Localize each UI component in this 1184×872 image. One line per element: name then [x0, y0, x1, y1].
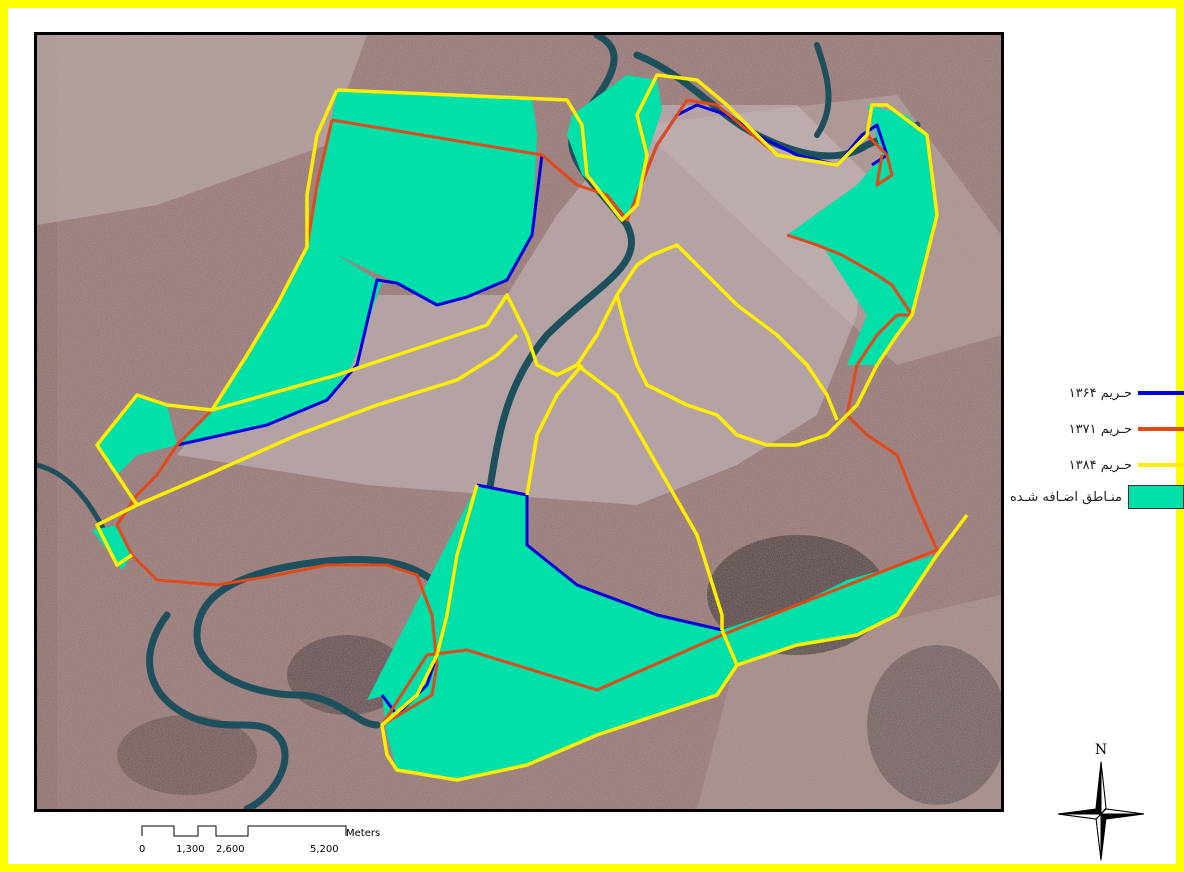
legend-swatch-cyan — [1128, 485, 1184, 509]
scale-bar: Meters 0 1,300 2,600 5,200 — [130, 822, 410, 862]
legend-label-added-areas: منـاطق اضـافه شـده — [1009, 489, 1122, 505]
compass-rose-icon — [1057, 761, 1145, 861]
boundary-1384 — [95, 73, 969, 782]
legend-label-1371: حـریم ۱۳۷۱ — [1068, 421, 1132, 437]
legend-line-blue — [1138, 391, 1184, 395]
scale-tick-5200: 5,200 — [310, 844, 339, 855]
map-canvas — [34, 32, 1004, 812]
satellite-map — [37, 35, 1001, 809]
added-areas — [92, 75, 937, 780]
scale-bar-graphic: Meters 0 1,300 2,600 5,200 — [139, 825, 380, 855]
legend-item-1371: حـریم ۱۳۷۱ — [1069, 416, 1184, 442]
scale-unit: Meters — [346, 828, 380, 839]
legend-line-yellow — [1138, 463, 1184, 467]
legend-item-added-areas: منـاطق اضـافه شـده — [1010, 484, 1184, 510]
north-label: N — [1094, 742, 1108, 758]
scale-tick-1300: 1,300 — [176, 844, 205, 855]
legend-item-1364: حـریم ۱۳۶۴ — [1069, 380, 1184, 406]
legend-line-orange — [1138, 427, 1184, 431]
legend-label-1384: حـریم ۱۳۸۴ — [1068, 457, 1132, 473]
scale-tick-0: 0 — [139, 844, 145, 855]
scale-tick-2600: 2,600 — [216, 844, 245, 855]
legend-item-1384: حـریم ۱۳۸۴ — [1069, 452, 1184, 478]
north-arrow: N — [1057, 742, 1145, 862]
legend-label-1364: حـریم ۱۳۶۴ — [1068, 385, 1132, 401]
